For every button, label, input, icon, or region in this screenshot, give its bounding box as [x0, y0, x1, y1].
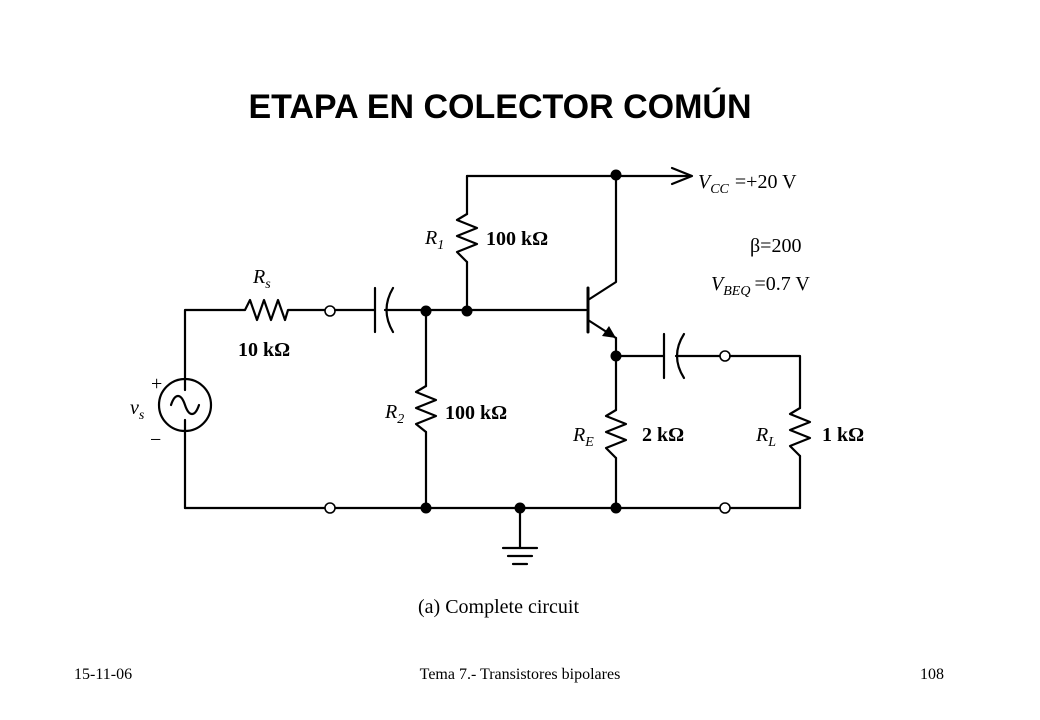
- output-ground-terminal: [719, 502, 731, 514]
- re-resistor-icon: [604, 408, 628, 460]
- rl-value: 1 kΩ: [822, 424, 864, 446]
- ground-icon: [501, 506, 539, 566]
- junction-dot: [420, 305, 432, 317]
- rl-branch-wire: [728, 354, 802, 510]
- junction-dot: [610, 502, 622, 514]
- vcc-arrow: [670, 166, 694, 186]
- re-value: 2 kΩ: [642, 424, 684, 446]
- rs-resistor-icon: [238, 298, 332, 322]
- junction-dot: [461, 305, 473, 317]
- npn-transistor-icon: [586, 174, 618, 340]
- junction-dot: [610, 169, 622, 181]
- vs-plus: +: [151, 373, 162, 395]
- input-terminal: [324, 305, 336, 317]
- rs-symbol: Rs: [252, 266, 271, 292]
- r1-value: 100 kΩ: [486, 228, 548, 250]
- vs-minus: −: [150, 429, 161, 451]
- r2-value: 100 kΩ: [445, 402, 507, 424]
- source-wire: [183, 308, 242, 510]
- slide-title: ETAPA EN COLECTOR COMÚN: [248, 88, 752, 126]
- r1-symbol: R1: [424, 227, 444, 253]
- vs-symbol: vs: [130, 397, 145, 423]
- footer-date: 15-11-06: [74, 666, 133, 683]
- r2-symbol: R2: [384, 401, 404, 427]
- beta-label: β=200: [750, 235, 801, 257]
- r1-resistor-icon: [455, 212, 479, 264]
- vcc-label: VCC=+20 V: [698, 171, 797, 197]
- junction-dot: [420, 502, 432, 514]
- output-terminal: [719, 350, 731, 362]
- r2-resistor-icon: [414, 384, 438, 434]
- junction-dot: [514, 502, 526, 514]
- footer-page-number: 108: [920, 666, 944, 683]
- rl-resistor-icon: [788, 406, 812, 458]
- vbeq-label: VBEQ=0.7 V: [711, 273, 810, 299]
- rs-value: 10 kΩ: [238, 339, 290, 361]
- junction-dot: [610, 350, 622, 362]
- output-capacitor-icon: [662, 332, 686, 380]
- circuit-caption: (a) Complete circuit: [418, 596, 579, 618]
- input-ground-terminal: [324, 502, 336, 514]
- input-capacitor-icon: [373, 286, 395, 334]
- re-symbol: RE: [572, 424, 594, 450]
- footer-topic: Tema 7.- Transistores bipolares: [419, 666, 621, 683]
- rl-symbol: RL: [755, 424, 776, 450]
- voltage-source-icon: [157, 377, 213, 433]
